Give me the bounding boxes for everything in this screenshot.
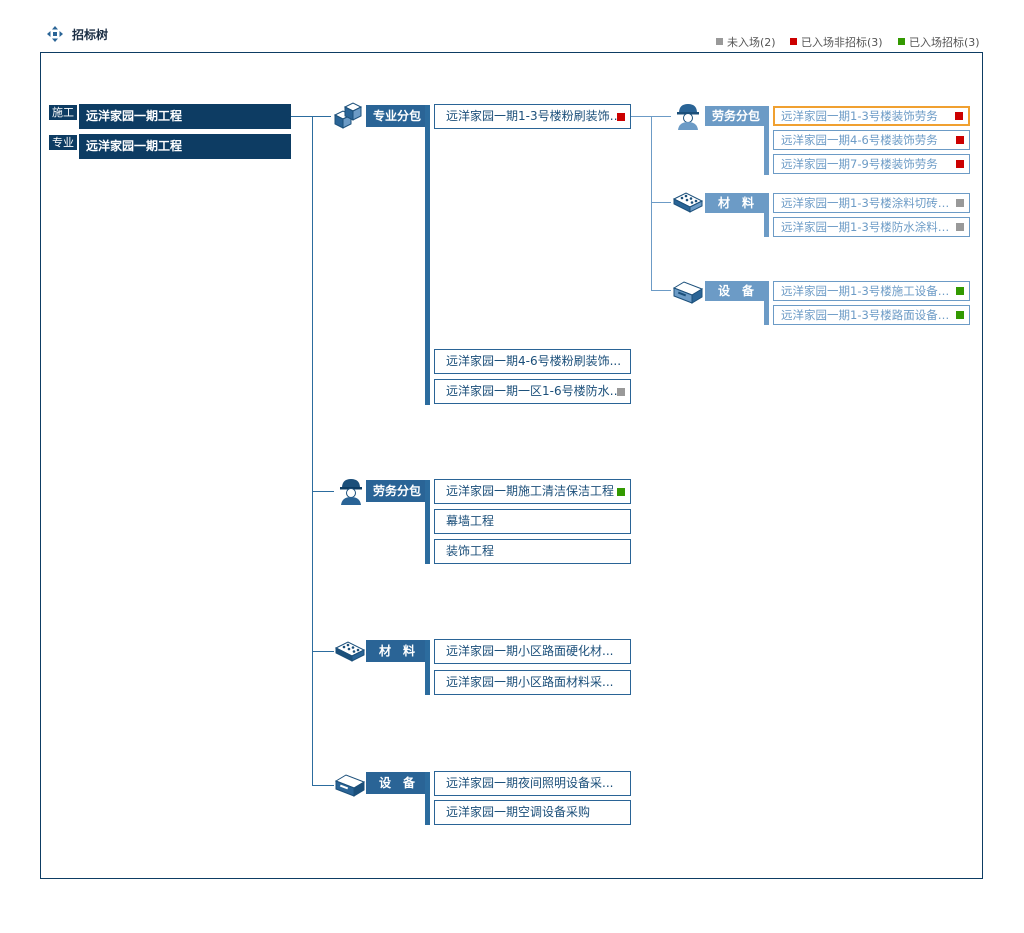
brick-icon — [672, 188, 704, 218]
tree-item[interactable]: 远洋家园一期小区路面材料采... — [434, 670, 631, 695]
tree-item[interactable]: 远洋家园一期1-3号楼粉刷装饰… — [434, 104, 631, 129]
branch-rail — [764, 281, 769, 325]
status-green-marker — [617, 487, 625, 496]
connector — [651, 202, 671, 203]
sub-trunk-line — [651, 116, 652, 291]
connector — [312, 785, 334, 786]
worker-icon — [672, 101, 704, 131]
sub-branch-labor-subcontract[interactable]: 劳务分包 — [705, 106, 767, 126]
tree-item[interactable]: 远洋家园一期4-6号楼粉刷装饰... — [434, 349, 631, 374]
status-red-marker — [956, 136, 964, 144]
brick-icon — [334, 637, 366, 667]
legend-green-swatch — [898, 38, 905, 45]
root-tag-specialty: 专业 — [49, 135, 77, 150]
tree-item[interactable]: 远洋家园一期空调设备采购 — [434, 800, 631, 825]
status-green-marker — [956, 311, 964, 319]
branch-rail — [764, 193, 769, 237]
legend-gray-swatch — [716, 38, 723, 45]
device-icon — [334, 769, 366, 799]
device-icon — [672, 276, 704, 306]
branch-labor-subcontract[interactable]: 劳务分包 — [366, 480, 428, 502]
tree-item[interactable]: 远洋家园一期7-9号楼装饰劳务 — [773, 154, 970, 174]
connector — [651, 290, 671, 291]
tree-item[interactable]: 幕墙工程 — [434, 509, 631, 534]
tree-item[interactable]: 远洋家园一期小区路面硬化材... — [434, 639, 631, 664]
connector — [312, 651, 334, 652]
branch-rail — [425, 772, 430, 825]
tree-item[interactable]: 远洋家园一期1-3号楼路面设备… — [773, 305, 970, 325]
tree-item[interactable]: 远洋家园一期1-3号楼防水涂料… — [773, 217, 970, 237]
status-red-marker — [617, 112, 625, 121]
connector — [312, 491, 334, 492]
legend-entered-non-bid: 已入场非招标(3) — [790, 34, 883, 50]
branch-materials[interactable]: 材 料 — [366, 640, 428, 662]
branch-rail — [425, 105, 430, 405]
branch-rail — [425, 480, 430, 564]
tree-item[interactable]: 装饰工程 — [434, 539, 631, 564]
sub-branch-equipment[interactable]: 设 备 — [705, 281, 767, 301]
branch-equipment[interactable]: 设 备 — [366, 772, 428, 794]
tree-panel — [40, 52, 983, 879]
worker-icon — [335, 476, 367, 506]
root-tag-construction: 施工 — [49, 105, 77, 120]
status-gray-marker — [956, 199, 964, 207]
tree-item[interactable]: 远洋家园一期施工清洁保洁工程 — [434, 479, 631, 504]
legend-red-swatch — [790, 38, 797, 45]
branch-professional-subcontract[interactable]: 专业分包 — [366, 105, 428, 127]
status-green-marker — [956, 287, 964, 295]
tree-item[interactable]: 远洋家园一期一区1-6号楼防水… — [434, 379, 631, 404]
root-node-specialty[interactable]: 远洋家园一期工程 — [79, 134, 291, 159]
boxes-icon — [333, 101, 365, 131]
legend-entered-bid: 已入场招标(3) — [898, 34, 980, 50]
branch-rail — [425, 640, 430, 695]
legend-not-entered: 未入场(2) — [716, 34, 776, 50]
trunk-line — [312, 116, 313, 786]
branch-rail — [764, 106, 769, 175]
tree-item[interactable]: 远洋家园一期1-3号楼涂料切砖… — [773, 193, 970, 213]
status-gray-marker — [956, 223, 964, 231]
tree-item[interactable]: 远洋家园一期1-3号楼施工设备… — [773, 281, 970, 301]
status-gray-marker — [617, 387, 625, 396]
tree-item[interactable]: 远洋家园一期夜间照明设备采... — [434, 771, 631, 796]
status-red-marker — [956, 160, 964, 168]
root-node-construction[interactable]: 远洋家园一期工程 — [79, 104, 291, 129]
tree-item-selected[interactable]: 远洋家园一期1-3号楼装饰劳务 — [773, 106, 970, 126]
page-title: 招标树 — [72, 28, 109, 42]
connector — [291, 116, 331, 117]
tree-move-icon — [46, 25, 64, 43]
tree-item[interactable]: 远洋家园一期4-6号楼装饰劳务 — [773, 130, 970, 150]
sub-branch-materials[interactable]: 材 料 — [705, 193, 767, 213]
status-red-marker — [955, 112, 963, 120]
